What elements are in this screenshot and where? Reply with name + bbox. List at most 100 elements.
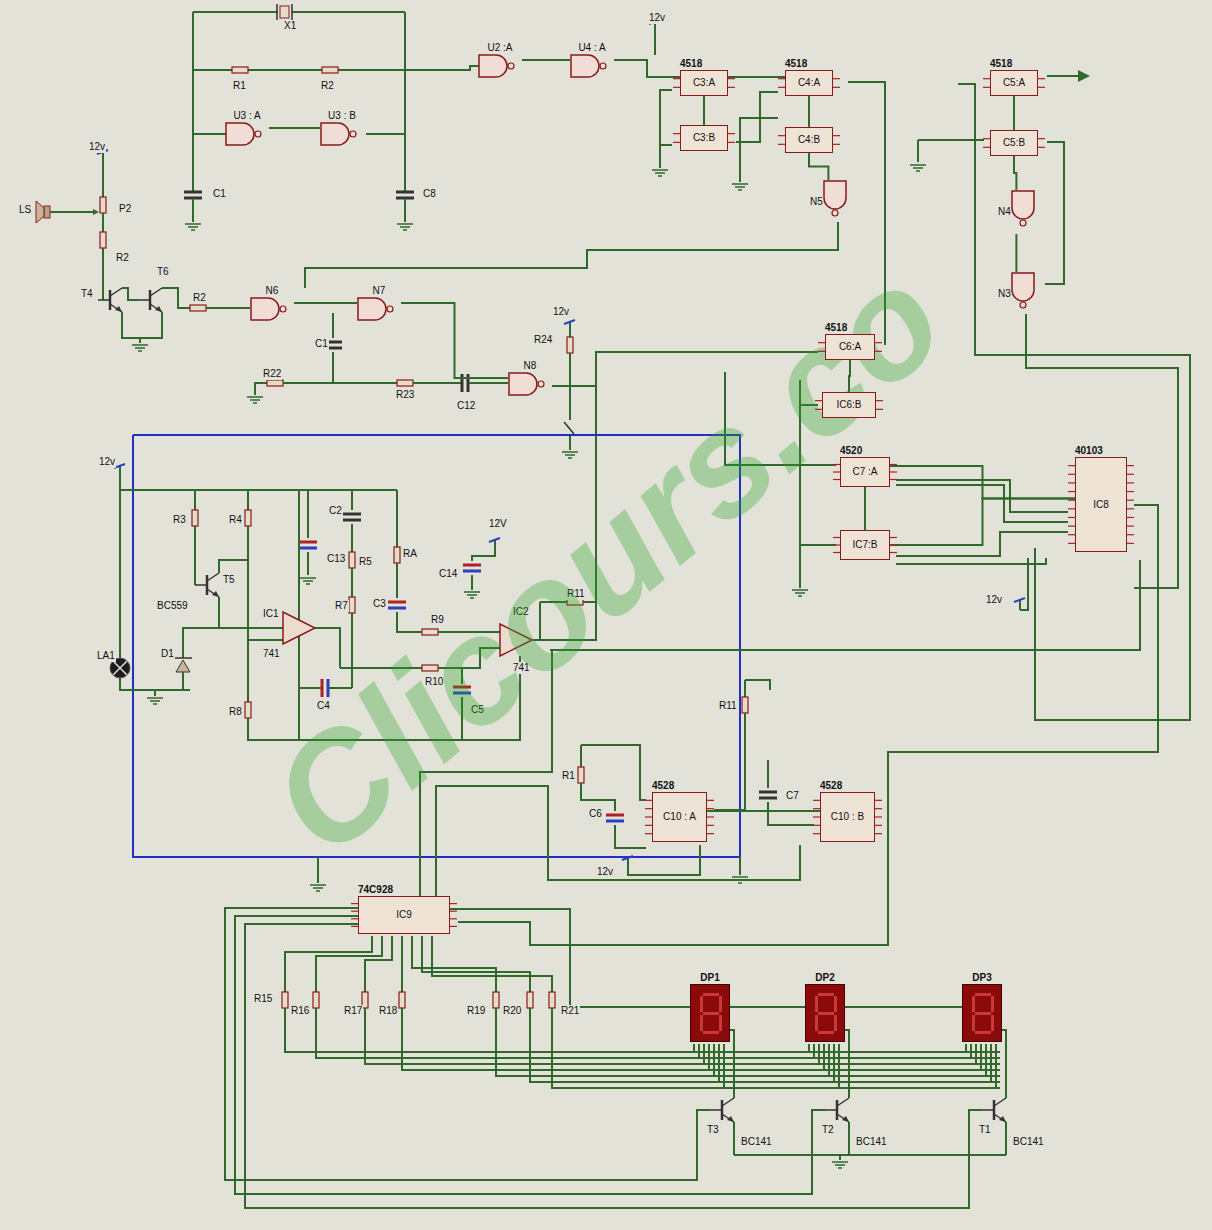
wire-connector [450, 909, 690, 1007]
wire [120, 476, 397, 490]
arrow-symbol [1078, 70, 1090, 82]
ic-pin [707, 824, 714, 825]
part-label: R22 [262, 368, 282, 380]
part-number: 4520 [840, 445, 862, 457]
ic-pin [890, 544, 897, 545]
ic-body: C4:A [785, 70, 833, 96]
ic-pin [450, 910, 457, 911]
wire [248, 639, 283, 641]
wire [219, 597, 283, 628]
part-label: R20 [502, 1005, 522, 1017]
wire [1026, 314, 1178, 588]
ic-body: C3:B [680, 125, 728, 151]
ic-pin [450, 918, 457, 919]
part-label: LS [18, 204, 32, 216]
ic-body: C6:A [825, 334, 875, 360]
display-segment [815, 996, 818, 1012]
supply-symbol [622, 856, 633, 860]
arrow-symbol [93, 209, 99, 215]
display-segment [972, 996, 975, 1012]
ic-pin [778, 78, 785, 79]
zener-symbol [176, 660, 190, 672]
part-label: BC559 [156, 600, 189, 612]
ic-pin [875, 799, 882, 800]
ic-body: C5:B [990, 130, 1038, 156]
nand-gate-symbol [508, 372, 552, 396]
part-name: C4:B [798, 134, 820, 146]
ic-pin [1038, 78, 1045, 79]
part-name: C3:B [693, 132, 715, 144]
display-body [805, 984, 845, 1042]
wire [1002, 1030, 1006, 1098]
transistor-symbol [842, 1116, 849, 1122]
ic-pin [833, 478, 840, 479]
wire [192, 12, 194, 192]
wire [122, 288, 138, 300]
wire [569, 434, 571, 450]
part-label: R5 [358, 556, 373, 568]
resistor-symbol [190, 305, 206, 311]
part-label: C3 [372, 598, 387, 610]
display-segment [815, 1015, 818, 1031]
wire [833, 1044, 835, 1082]
ic-pin [875, 350, 882, 351]
wire [730, 1030, 734, 1098]
display-segment [700, 1015, 703, 1031]
part-name: U3 : A [233, 110, 260, 122]
wire [838, 1044, 840, 1088]
nand-gate-symbol [226, 123, 254, 145]
wire [552, 1008, 1000, 1088]
part-label: 12v [985, 594, 1003, 606]
ic-body: C7 :A [840, 457, 890, 487]
nand-gate-symbol [1012, 273, 1034, 301]
display-segment [991, 996, 994, 1012]
ic-pin [1068, 516, 1075, 517]
ic-pin [1127, 482, 1134, 483]
ic-block: 4520C7 :A [840, 445, 890, 487]
ic-block: C5:B [990, 130, 1038, 156]
part-number: DP3 [972, 972, 991, 984]
wire [818, 1044, 820, 1064]
ic-pin [813, 824, 820, 825]
wire-connector [890, 466, 1075, 499]
wire [744, 680, 746, 697]
ic-pin [890, 536, 897, 537]
ic-pin [778, 143, 785, 144]
part-name: N5 [810, 196, 823, 208]
wire [745, 680, 770, 690]
capacitor-symbol [606, 814, 624, 817]
nand-gate-symbol [571, 55, 599, 77]
part-label: C8 [422, 188, 437, 200]
ground-symbol [300, 578, 316, 584]
part-name: N4 [998, 206, 1011, 218]
supply-symbol [102, 152, 104, 162]
wire [183, 628, 219, 658]
wire [1005, 1122, 1007, 1155]
display-segment [972, 1015, 975, 1031]
wire [581, 745, 646, 800]
part-label: 12v [596, 866, 614, 878]
ic-pin [728, 141, 735, 142]
part-label: R18 [378, 1005, 398, 1017]
supply-symbol [627, 858, 629, 868]
wire [432, 936, 552, 992]
part-number: 4528 [652, 780, 674, 792]
part-label: BC141 [740, 1136, 773, 1148]
seven-segment-display: DP2 [805, 972, 845, 1042]
part-label: R15 [253, 993, 273, 1005]
wire [654, 32, 656, 55]
part-label: 741 [262, 648, 281, 660]
wire [307, 490, 309, 538]
wire [693, 1044, 695, 1052]
display-segment [818, 993, 834, 996]
resistor-symbol [232, 67, 248, 73]
wire [845, 1030, 849, 1098]
wire [413, 382, 461, 384]
nand-gate-symbol [250, 297, 294, 321]
ic-pin [450, 925, 457, 926]
ic-pin [1127, 525, 1134, 526]
seven-segment-display: DP3 [962, 972, 1002, 1042]
part-name: N6 [266, 285, 279, 297]
nand-gate-symbol [600, 63, 606, 69]
